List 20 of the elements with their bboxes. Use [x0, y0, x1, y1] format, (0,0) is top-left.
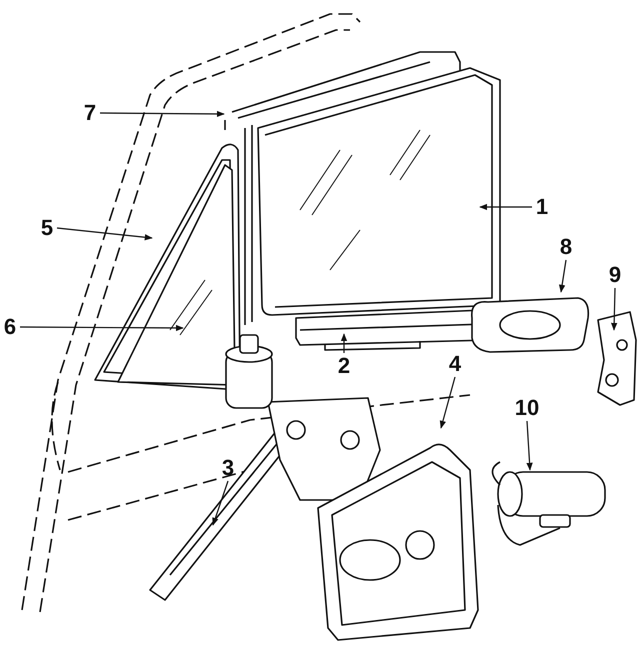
callout-number: 3 [220, 456, 236, 480]
callout-number: 6 [2, 315, 18, 339]
leader-line [440, 376, 456, 429]
callout-number: 1 [534, 195, 550, 219]
callout-number: 4 [447, 352, 463, 376]
leader-line [212, 480, 229, 526]
callout-number: 10 [513, 396, 541, 420]
callout-number: 9 [607, 263, 623, 287]
leader-line [558, 260, 567, 293]
leader-line [20, 324, 184, 332]
leader-line [100, 110, 225, 118]
callout-number: 8 [558, 235, 574, 259]
leader-line [340, 333, 348, 353]
leader-line [610, 288, 618, 331]
callout-number: 2 [336, 354, 352, 378]
leader-line [526, 420, 533, 471]
callout-number: 5 [39, 216, 55, 240]
leader-line [479, 204, 532, 210]
leader-line [56, 227, 153, 240]
callout-number: 7 [82, 101, 98, 125]
